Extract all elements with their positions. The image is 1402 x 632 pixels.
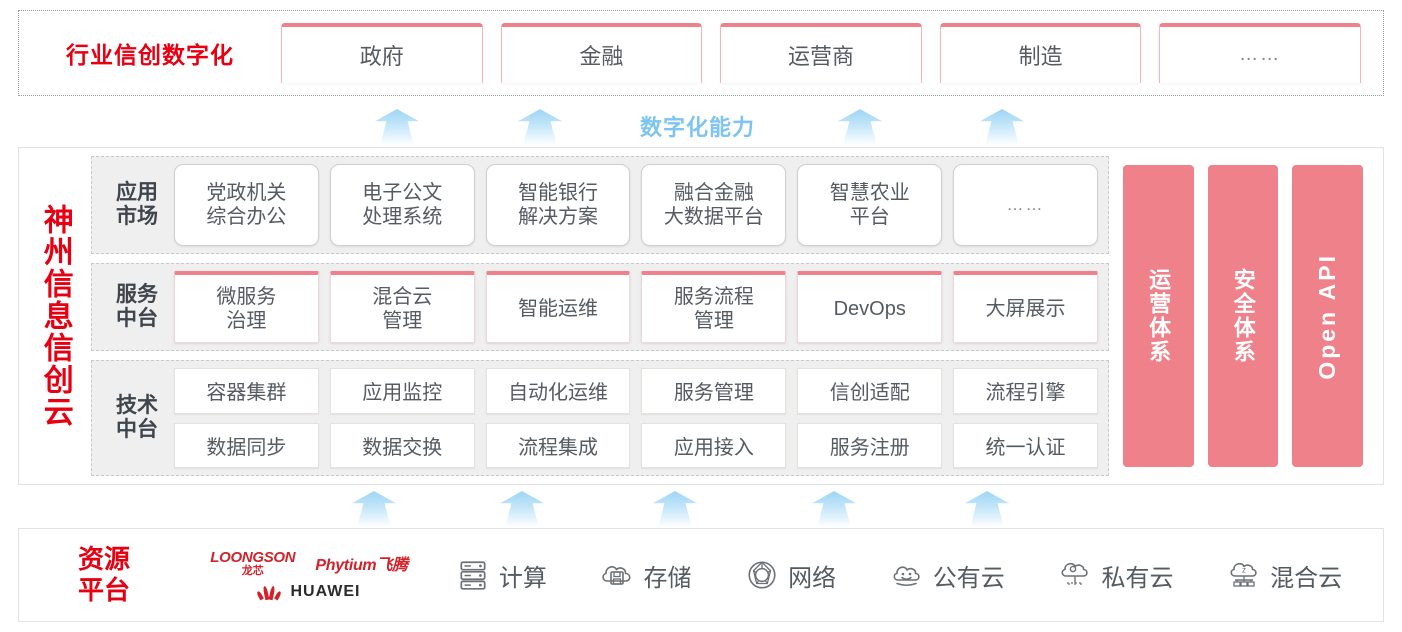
layer-label-service-platform: 服务 中台	[116, 282, 158, 330]
pillar-operations-system[interactable]: 运营体系	[1123, 165, 1194, 467]
tech-card-process-integration[interactable]: 流程集成	[485, 422, 631, 468]
resource-platform-title: 资源 平台	[77, 543, 130, 605]
cloud-layer-rows: 应用 市场 党政机关 综合办公 电子公文 处理系统 智能银行 解决方案	[91, 156, 1109, 476]
app-card-smart-agriculture[interactable]: 智慧农业 平台	[797, 164, 943, 246]
industry-card-telecom[interactable]: 运营商	[720, 23, 922, 83]
service-card-list: 微服务 治理 混合云 管理 智能运维 服务流程 管理 DevOps	[174, 271, 1098, 343]
up-arrow-icon	[838, 109, 882, 145]
app-card-edoc-system[interactable]: 电子公文 处理系统	[329, 164, 475, 246]
app-card-more[interactable]: ……	[953, 164, 1098, 246]
cloud-pillar-list: 运营体系 安全体系 Open API	[1109, 156, 1373, 476]
vendor-logo-row-1: LOONGSON 龙芯 Phytium飞腾	[210, 550, 408, 577]
up-arrow-icon	[352, 491, 396, 527]
tech-card-app-monitoring[interactable]: 应用监控	[329, 368, 475, 414]
tech-card-app-access[interactable]: 应用接入	[641, 422, 787, 468]
tech-card-service-management[interactable]: 服务管理	[641, 368, 787, 414]
up-arrow-icon	[965, 491, 1009, 527]
cloud-platform-title: 神州信息信创云	[19, 148, 91, 484]
resource-item-label: 公有云	[932, 564, 1005, 592]
resource-item-private-cloud[interactable]: 私有云	[1058, 558, 1173, 593]
service-card-microservice-governance[interactable]: 微服务 治理	[174, 271, 319, 343]
resource-item-label: 私有云	[1101, 564, 1174, 592]
pillar-security-system[interactable]: 安全体系	[1207, 165, 1279, 467]
service-card-big-screen-display[interactable]: 大屏展示	[953, 271, 1098, 343]
service-card-intelligent-ops[interactable]: 智能运维	[485, 271, 631, 343]
app-card-finance-bigdata[interactable]: 融合金融 大数据平台	[641, 164, 787, 246]
layer-label-technical-platform: 技术 中台	[116, 393, 158, 441]
cloud-platform-panel: 神州信息信创云 应用 市场 党政机关 综合办公 电子公文 处理系统	[18, 147, 1384, 485]
layer-service-platform: 服务 中台 微服务 治理 混合云 管理 智能运维	[91, 263, 1109, 351]
industry-card-list: 政府 金融 运营商 制造 ……	[281, 23, 1383, 83]
vendor-logo-block: LOONGSON 龙芯 Phytium飞腾 HUAWEI	[189, 550, 429, 601]
layer-label-application-market: 应用 市场	[116, 180, 158, 228]
app-card-smart-bank[interactable]: 智能银行 解决方案	[485, 164, 631, 246]
tech-card-automated-ops[interactable]: 自动化运维	[485, 368, 631, 414]
resource-item-hybrid-cloud[interactable]: z 混合云	[1227, 558, 1342, 593]
technical-card-row-2: 数据同步 数据交换 流程集成 应用接入 服务注册 统一认证	[174, 422, 1098, 468]
tech-card-service-registry[interactable]: 服务注册	[797, 422, 943, 468]
industry-card-government[interactable]: 政府	[281, 23, 483, 83]
technical-card-grid: 容器集群 应用监控 自动化运维 服务管理 信创适配 流程引擎 数据同步 数据交换…	[174, 368, 1098, 468]
up-arrow-icon	[518, 109, 562, 145]
tech-card-process-engine[interactable]: 流程引擎	[953, 368, 1098, 414]
resource-platform-band: 资源 平台 LOONGSON 龙芯 Phytium飞腾 HUAWEI	[18, 528, 1384, 622]
huawei-logo: HUAWEI	[255, 583, 361, 601]
resource-item-compute[interactable]: 计算	[456, 558, 547, 593]
pillar-open-api[interactable]: Open API	[1292, 165, 1364, 467]
server-rack-icon	[460, 561, 486, 590]
cloud-platform-title-text: 神州信息信创云	[38, 204, 72, 428]
resource-item-label: 网络	[788, 564, 837, 592]
layer-technical-platform: 技术 中台 容器集群 应用监控 自动化运维 服务管理 信创适配 流程引擎	[91, 360, 1109, 476]
huawei-flower-icon	[255, 584, 284, 600]
loongson-logo: LOONGSON 龙芯	[210, 548, 296, 577]
private-cloud-icon	[1061, 562, 1089, 587]
resource-item-storage[interactable]: 存储	[600, 558, 691, 593]
svg-text:z: z	[1242, 566, 1246, 575]
up-arrow-icon	[375, 109, 419, 145]
app-card-government-office[interactable]: 党政机关 综合办公	[174, 164, 319, 246]
tech-card-xinchuang-adaptation[interactable]: 信创适配	[797, 368, 943, 414]
industry-band: 行业信创数字化 政府 金融 运营商 制造 ……	[18, 10, 1384, 96]
industry-card-manufacturing[interactable]: 制造	[939, 23, 1142, 83]
cloud-platform-body: 应用 市场 党政机关 综合办公 电子公文 处理系统 智能银行 解决方案	[91, 148, 1383, 484]
phytium-logo: Phytium飞腾	[315, 557, 408, 574]
resource-item-network[interactable]: 网络	[745, 558, 836, 593]
resource-item-list: 计算 存储	[429, 558, 1383, 593]
service-card-devops[interactable]: DevOps	[797, 271, 943, 343]
tech-card-unified-auth[interactable]: 统一认证	[953, 422, 1098, 468]
up-arrow-icon	[980, 109, 1024, 145]
tech-card-container-cluster[interactable]: 容器集群	[174, 368, 319, 414]
resource-item-label: 存储	[643, 564, 692, 592]
resource-arrow-strip-bottom	[0, 487, 1402, 527]
service-card-hybrid-cloud-management[interactable]: 混合云 管理	[329, 271, 475, 343]
capability-arrow-strip-top: 数字化能力	[0, 103, 1402, 145]
up-arrow-icon	[812, 491, 856, 527]
resource-item-label: 计算	[498, 564, 547, 592]
capability-label: 数字化能力	[640, 115, 756, 140]
application-card-list: 党政机关 综合办公 电子公文 处理系统 智能银行 解决方案 融合金融 大数据平台	[174, 164, 1098, 246]
industry-band-title: 行业信创数字化	[66, 42, 234, 68]
layer-application-market: 应用 市场 党政机关 综合办公 电子公文 处理系统 智能银行 解决方案	[91, 156, 1109, 254]
vendor-logo-row-2: HUAWEI	[255, 583, 361, 601]
resource-item-public-cloud[interactable]: 公有云	[890, 558, 1005, 593]
service-card-process-management[interactable]: 服务流程 管理	[641, 271, 787, 343]
public-cloud-icon	[893, 566, 920, 586]
hybrid-cloud-icon: z	[1230, 562, 1257, 587]
technical-card-row-1: 容器集群 应用监控 自动化运维 服务管理 信创适配 流程引擎	[174, 368, 1098, 414]
industry-card-finance[interactable]: 金融	[500, 23, 703, 83]
cloud-storage-icon	[602, 566, 631, 585]
app-card-line1: 党政机关 综合办公	[206, 182, 287, 228]
industry-card-more[interactable]: ……	[1159, 23, 1361, 83]
resource-item-label: 混合云	[1270, 564, 1343, 592]
up-arrow-icon	[653, 491, 697, 527]
up-arrow-icon	[500, 491, 544, 527]
network-mesh-icon	[748, 561, 776, 589]
tech-card-data-exchange[interactable]: 数据交换	[329, 422, 475, 468]
tech-card-data-sync[interactable]: 数据同步	[174, 422, 319, 468]
